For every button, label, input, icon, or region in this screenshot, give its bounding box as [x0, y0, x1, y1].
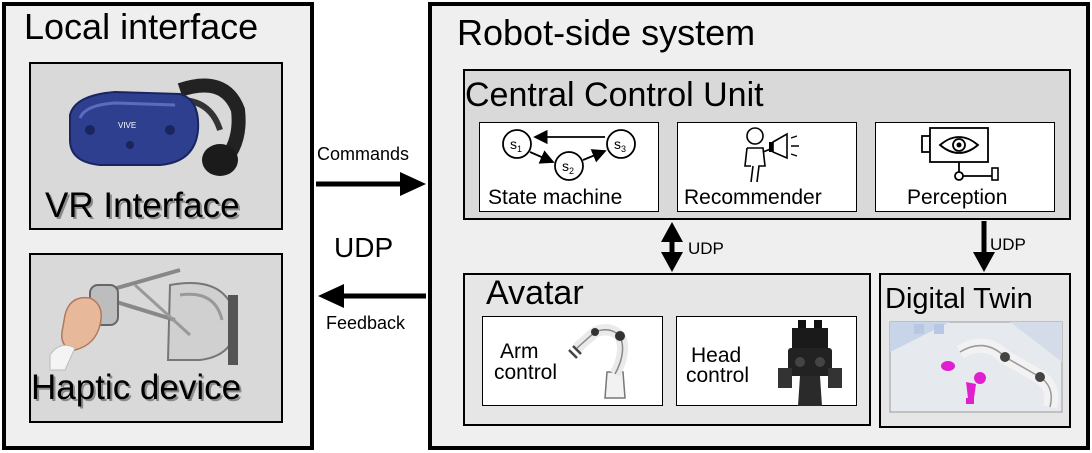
haptic-device-label: Haptic device — [31, 368, 242, 407]
state-node-1 — [502, 129, 532, 159]
state-label-1: s — [510, 136, 517, 152]
recommender-label: Recommender — [684, 186, 822, 209]
state-label-2: s — [562, 158, 569, 174]
state-sub-3: 3 — [621, 144, 626, 154]
state-sub-2: 2 — [569, 166, 574, 176]
state-sub-1: 1 — [517, 144, 522, 154]
vive-brand-text: VIVE — [118, 121, 136, 130]
camera-eye-icon — [921, 127, 999, 181]
feedback-label: Feedback — [326, 313, 406, 333]
digital-twin-scene — [889, 321, 1063, 413]
robot-arm-image — [568, 324, 629, 399]
svg-text:s2: s2 — [562, 158, 574, 176]
svg-text:s1: s1 — [510, 136, 522, 154]
ccu-title: Central Control Unit — [465, 76, 764, 114]
haptic-device-box — [29, 253, 283, 423]
state-node-3 — [606, 129, 636, 159]
arm-control-label-line2: control — [494, 361, 558, 384]
head-control-label-line2: control — [686, 364, 750, 387]
state-label-3: s — [614, 136, 621, 152]
avatar-title: Avatar — [486, 274, 584, 312]
vr-headset-image: VIVE — [69, 78, 246, 176]
svg-text:s3: s3 — [614, 136, 626, 154]
vr-interface-label: VR Interface — [45, 186, 240, 225]
udp-ccu-twin-label: UDP — [990, 235, 1026, 254]
haptic-device-image — [49, 268, 238, 371]
state-machine-diagram: s1 s2 s3 — [502, 129, 636, 181]
perception-label: Perception — [907, 186, 1008, 209]
head-control-label-line1: Head — [691, 344, 742, 367]
udp-main-label: UDP — [334, 232, 394, 263]
recommender-card — [677, 122, 857, 212]
arm-control-card — [482, 316, 663, 406]
commands-label: Commands — [317, 144, 410, 164]
digital-twin-title: Digital Twin — [885, 283, 1033, 315]
robot-head-image — [778, 320, 842, 406]
local-interface-title: Local interface — [24, 6, 259, 47]
state-machine-label: State machine — [488, 186, 623, 209]
megaphone-person-icon — [744, 127, 799, 183]
robot-side-title: Robot-side system — [457, 12, 756, 53]
state-node-2 — [554, 151, 584, 181]
arm-control-label-line1: Arm — [500, 340, 539, 363]
udp-ccu-avatar-label: UDP — [688, 239, 724, 258]
